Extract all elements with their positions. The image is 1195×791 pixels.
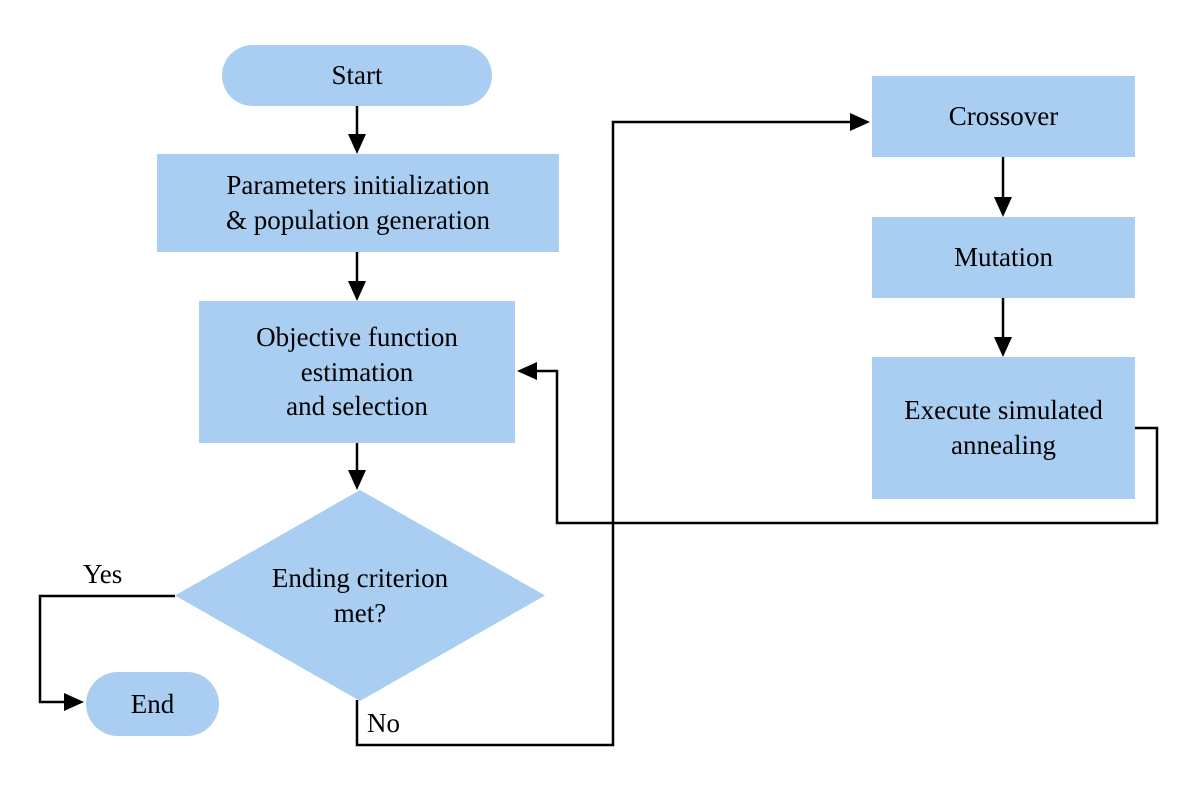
arrow-down-icon bbox=[348, 281, 366, 301]
end-node: End bbox=[86, 672, 219, 736]
mutation-node: Mutation bbox=[872, 217, 1135, 298]
arrow-down-icon bbox=[994, 197, 1012, 217]
arrow-down-icon bbox=[994, 337, 1012, 357]
mutation-node-label: Mutation bbox=[954, 242, 1053, 273]
start-node-label: Start bbox=[331, 60, 383, 91]
arrow-left-icon bbox=[517, 362, 537, 380]
no-label: No bbox=[367, 708, 400, 738]
arrow-right-icon bbox=[850, 113, 870, 131]
edge-annealing-to-objective bbox=[537, 369, 1159, 525]
objective-node-label: Objective function estimation and select… bbox=[256, 322, 458, 422]
params-node-label: Parameters initialization & population g… bbox=[226, 170, 490, 235]
annealing-node-label: Execute simulated annealing bbox=[904, 395, 1103, 460]
crossover-node: Crossover bbox=[872, 76, 1135, 157]
arrow-down-icon bbox=[348, 470, 366, 490]
arrow-down-icon bbox=[348, 134, 366, 154]
yes-label: Yes bbox=[83, 559, 123, 589]
crossover-node-label: Crossover bbox=[948, 101, 1059, 132]
edge-no-to-crossover bbox=[355, 120, 852, 747]
edge-yes-to-end bbox=[38, 594, 175, 704]
objective-node: Objective function estimation and select… bbox=[199, 301, 515, 443]
decision-diamond-label: Ending criterion met? bbox=[271, 562, 449, 628]
params-node: Parameters initialization & population g… bbox=[157, 154, 559, 252]
arrow-right-icon bbox=[64, 693, 84, 711]
end-node-label: End bbox=[130, 688, 175, 719]
start-node: Start bbox=[222, 45, 492, 106]
annealing-node: Execute simulated annealing bbox=[872, 357, 1135, 499]
